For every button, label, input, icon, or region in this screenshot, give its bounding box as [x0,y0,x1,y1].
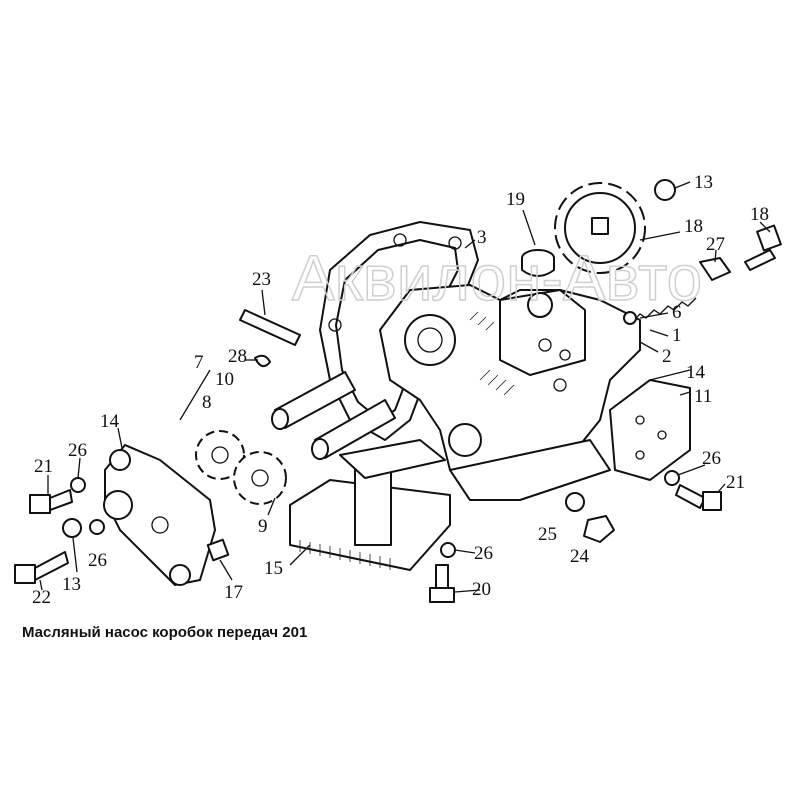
part-label-19: 19 [506,189,525,210]
part-label-20: 20 [472,579,491,600]
ball-6 [623,311,637,325]
key-28 [254,354,271,368]
part-label-27: 27 [706,234,725,255]
part-label-14: 14 [100,411,120,432]
lock-washer-27 [699,257,731,281]
part-label-26: 26 [88,550,107,571]
shafts [271,371,396,460]
oil-strainer-15 [289,439,451,571]
part-label-3: 3 [477,227,487,248]
diagram-caption: Масляный насос коробок передач 201 [22,624,308,641]
drain-plug-18 [744,224,782,271]
plug-19-body [521,258,555,277]
lock-washer-26c [440,542,456,558]
part-label-1: 1 [672,325,682,346]
watermark: Аквилон-Авто [292,242,702,314]
washer-13-left [62,518,82,538]
part-label-6: 6 [672,302,682,323]
cover-11 [609,379,691,481]
bolt-21-right [675,484,722,511]
part-label-18: 18 [684,216,703,237]
part-label-7: 7 [194,352,204,373]
part-label-26: 26 [474,543,493,564]
part-label-14: 14 [686,362,706,383]
part-label-13: 13 [694,172,713,193]
part-label-11: 11 [694,386,712,407]
part-label-25: 25 [538,524,557,545]
part-label-8: 8 [202,392,212,413]
part-label-18: 18 [750,204,769,225]
part-label-21: 21 [34,456,53,477]
lock-washer-26b [89,519,105,535]
bolt-22 [14,551,69,584]
part-label-9: 9 [258,516,268,537]
part-label-22: 22 [32,587,51,608]
washer-25 [565,492,585,512]
nut-24 [583,515,615,543]
snap-ring-13 [654,179,676,201]
leader-lines [39,181,771,593]
lock-washer-26d [664,470,680,486]
part-label-21: 21 [726,472,745,493]
lock-washer-26a [70,477,86,493]
bolt-21-left [29,489,73,514]
part-label-17: 17 [224,582,243,603]
part-label-26: 26 [702,448,721,469]
sprocket-18 [554,182,646,274]
part-label-13: 13 [62,574,81,595]
part-label-28: 28 [228,346,247,367]
bushing-17 [206,538,230,562]
pump-housing-2 [379,284,641,501]
part-label-15: 15 [264,558,283,579]
part-label-10: 10 [215,369,234,390]
part-label-23: 23 [252,269,271,290]
gears-8-9 [195,430,287,505]
pump-cover-14 [103,444,216,586]
part-label-24: 24 [570,546,590,567]
part-label-2: 2 [662,346,672,367]
bolt-20 [429,564,455,603]
stud-23 [239,309,301,346]
part-label-26: 26 [68,440,87,461]
spring [631,297,697,323]
